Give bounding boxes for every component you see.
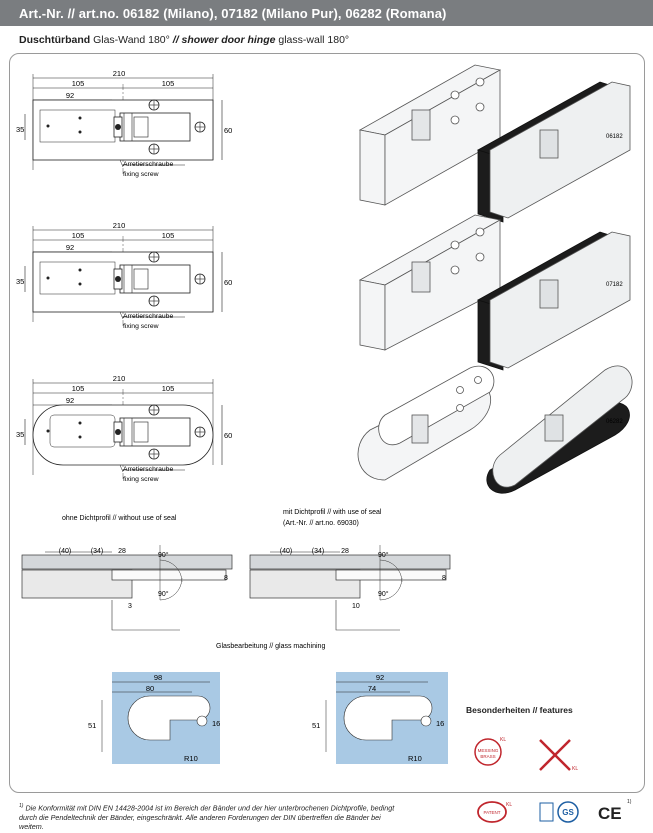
dim-210: 210 bbox=[113, 69, 126, 78]
section-view-without-seal: (40) (34) 28 90° 90° 8 3 bbox=[21, 545, 233, 631]
dim-105-left: 105 bbox=[72, 231, 85, 240]
section-dim-8-seal: 8 bbox=[442, 575, 446, 582]
no-screwdriver-kl: KL bbox=[572, 766, 578, 772]
machining-left-51: 51 bbox=[88, 721, 96, 730]
machining-left: 98 80 51 16 R10 bbox=[88, 672, 220, 764]
product-label-06282: 06282 bbox=[606, 419, 623, 425]
dim-105-left: 105 bbox=[72, 384, 85, 393]
brass-badge-icon: MESSING BRASS KL bbox=[474, 737, 506, 766]
label-without-seal: ohne Dichtprofil // without use of seal bbox=[62, 515, 177, 522]
header-bar: Art.-Nr. // art.no. 06182 (Milano), 0718… bbox=[0, 0, 653, 26]
dim-35: 35 bbox=[16, 277, 24, 286]
machining-left-16: 16 bbox=[212, 719, 220, 728]
ce-mark-text: CE bbox=[598, 804, 622, 823]
dim-92: 92 bbox=[66, 243, 74, 252]
dim-92: 92 bbox=[66, 91, 74, 100]
machining-right: 92 74 51 16 R10 bbox=[312, 672, 448, 764]
machining-left-80: 80 bbox=[146, 684, 154, 693]
section-dim-3: 3 bbox=[128, 603, 132, 610]
section-angle-bottom-seal: 90° bbox=[378, 590, 389, 598]
patent-icon: PATENT KL bbox=[477, 801, 512, 823]
product-label-07182: 07182 bbox=[606, 282, 623, 288]
machining-right-r10: R10 bbox=[408, 754, 422, 763]
content-panel bbox=[9, 53, 645, 793]
machining-right-74: 74 bbox=[368, 684, 376, 693]
section-angle-top: 90° bbox=[158, 551, 169, 559]
no-screwdriver-icon: KL bbox=[539, 739, 578, 772]
drawing-06282: 210 105 105 92 35 60 Arretierschraube fi… bbox=[16, 374, 232, 483]
dim-92: 92 bbox=[66, 396, 74, 405]
brass-badge-text-1: MESSING bbox=[478, 748, 499, 753]
dim-60: 60 bbox=[224, 126, 232, 135]
dim-35: 35 bbox=[16, 430, 24, 439]
section-dim-34-seal: (34) bbox=[312, 548, 324, 555]
dim-60: 60 bbox=[224, 278, 232, 287]
machining-right-92: 92 bbox=[376, 673, 384, 682]
dim-35: 35 bbox=[16, 125, 24, 134]
dim-60: 60 bbox=[224, 431, 232, 440]
screw-label-en: fixing screw bbox=[123, 171, 159, 178]
label-with-seal-1: mit Dichtprofil // with use of seal bbox=[283, 509, 382, 516]
ce-footnote-mark: 1) bbox=[627, 799, 632, 805]
screw-label-de: Arretierschraube bbox=[123, 161, 173, 168]
subtitle-bold-en: // shower door hinge bbox=[172, 34, 276, 46]
features-title: Besonderheiten // features bbox=[466, 705, 573, 715]
dim-105-left: 105 bbox=[72, 79, 85, 88]
machining-right-51: 51 bbox=[312, 721, 320, 730]
section-dim-8: 8 bbox=[224, 575, 228, 582]
screw-label-de: Arretierschraube bbox=[123, 466, 173, 473]
dim-105-right: 105 bbox=[162, 231, 175, 240]
gs-mark-icon: GS bbox=[539, 801, 579, 823]
section-dim-40: (40) bbox=[59, 548, 71, 555]
page-title: Art.-Nr. // art.no. 06182 (Milano), 0718… bbox=[19, 6, 447, 21]
machining-title: Glasbearbeitung // glass machining bbox=[216, 643, 325, 650]
dim-105-right: 105 bbox=[162, 79, 175, 88]
section-dim-40-seal: (40) bbox=[280, 548, 292, 555]
section-view-with-seal: (40) (34) 28 90° 90° 8 10 bbox=[249, 545, 451, 631]
dim-210: 210 bbox=[113, 374, 126, 383]
patent-text: PATENT bbox=[483, 810, 500, 815]
subtitle: Duschtürband Glas-Wand 180° // shower do… bbox=[19, 34, 349, 46]
patent-kl: KL bbox=[506, 802, 512, 808]
gs-mark-text: GS bbox=[562, 808, 574, 817]
screw-label-en: fixing screw bbox=[123, 476, 159, 483]
subtitle-normal-de: Glas-Wand 180° bbox=[90, 34, 173, 46]
machining-right-16: 16 bbox=[436, 719, 444, 728]
screw-label-de: Arretierschraube bbox=[123, 313, 173, 320]
label-with-seal-2: (Art.-Nr. // art.no. 69030) bbox=[283, 520, 359, 527]
footnote-text: Die Konformität mit DIN EN 14428-2004 is… bbox=[19, 803, 395, 832]
section-dim-28: 28 bbox=[118, 548, 126, 555]
drawing-07182: 210 105 105 92 35 60 Arretierschraube fi… bbox=[16, 221, 232, 330]
product-label-06182: 06182 bbox=[606, 134, 623, 140]
section-dim-10-seal: 10 bbox=[352, 603, 360, 610]
section-dim-28-seal: 28 bbox=[341, 548, 349, 555]
section-angle-bottom: 90° bbox=[158, 590, 169, 598]
footnote-mark: 1) bbox=[19, 803, 24, 809]
drawing-06182: 210 105 105 92 35 60 Arretierschraube fi… bbox=[16, 69, 232, 178]
footnote: 1) Die Konformität mit DIN EN 14428-2004… bbox=[19, 802, 399, 832]
brass-badge-kl: KL bbox=[500, 737, 506, 743]
brass-badge-text-2: BRASS bbox=[480, 754, 495, 759]
ce-mark-icon: CE 1) bbox=[598, 799, 632, 823]
dim-105-right: 105 bbox=[162, 384, 175, 393]
section-dim-34: (34) bbox=[91, 548, 103, 555]
subtitle-normal-en: glass-wall 180° bbox=[275, 34, 350, 46]
product-image-07182 bbox=[358, 214, 631, 371]
screw-label-en: fixing screw bbox=[123, 323, 159, 330]
subtitle-bold-de: Duschtürband bbox=[19, 34, 91, 46]
product-image-06282 bbox=[357, 365, 633, 494]
dim-210: 210 bbox=[113, 221, 126, 230]
product-image-06182 bbox=[358, 64, 631, 223]
machining-left-r10: R10 bbox=[184, 754, 198, 763]
section-angle-top-seal: 90° bbox=[378, 551, 389, 559]
machining-left-98: 98 bbox=[154, 673, 162, 682]
